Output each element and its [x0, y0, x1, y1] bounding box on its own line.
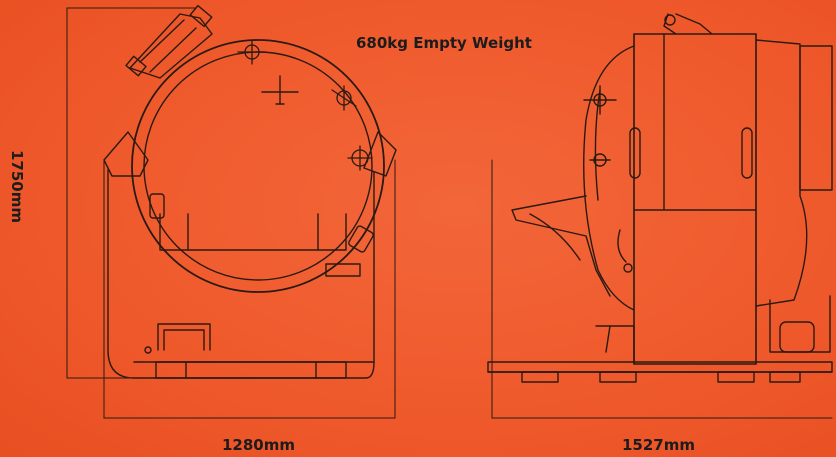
depth-dimension-label: 1527mm: [622, 436, 696, 454]
side-view: [487, 13, 833, 383]
empty-weight-label: 680kg Empty Weight: [356, 34, 532, 52]
height-dimension-label: 1750mm: [8, 150, 26, 224]
width-dimension-guide: [103, 159, 396, 419]
width-dimension-label: 1280mm: [222, 436, 296, 454]
depth-dimension-guide: [491, 159, 833, 419]
front-view: [103, 4, 397, 379]
